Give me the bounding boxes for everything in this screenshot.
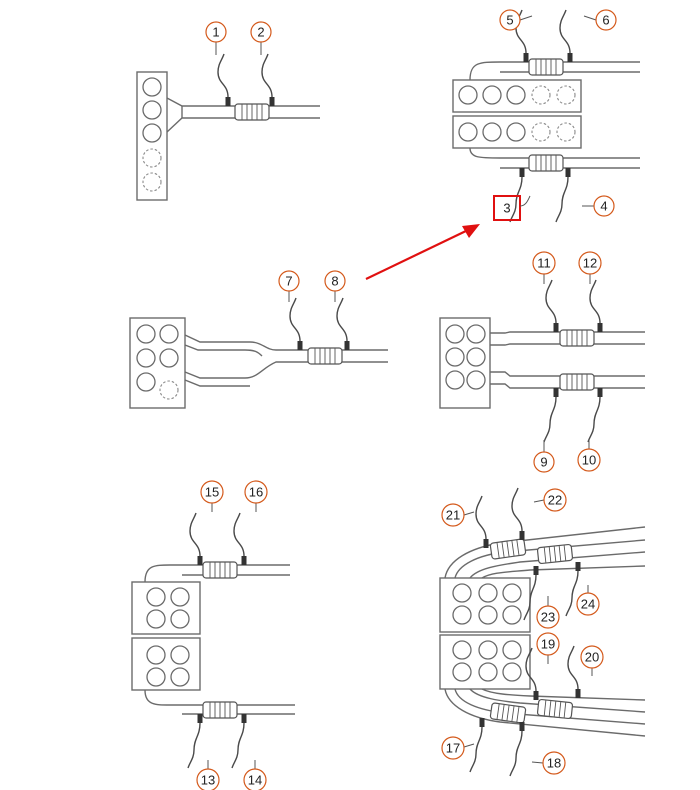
engine-block-icon xyxy=(131,581,201,635)
svg-text:5: 5 xyxy=(506,13,513,28)
oxygen-sensor-icon xyxy=(587,387,604,443)
catalytic-converter-icon xyxy=(536,698,574,720)
svg-text:24: 24 xyxy=(581,597,595,612)
layout-inline-single xyxy=(136,53,320,201)
catalytic-converter-icon xyxy=(528,154,564,172)
svg-text:12: 12 xyxy=(583,256,597,271)
svg-text:2: 2 xyxy=(257,25,264,40)
sensor-label-9[interactable]: 9 xyxy=(533,440,555,473)
sensor-label-23[interactable]: 23 xyxy=(536,596,560,629)
sensor-label-3-highlighted[interactable]: 3 xyxy=(493,195,531,221)
oxygen-sensor-icon xyxy=(525,647,540,701)
sensor-label-12[interactable]: 12 xyxy=(578,251,602,284)
oxygen-sensor-icon xyxy=(511,487,526,541)
layout-v-dual-bottom xyxy=(131,512,295,769)
sensor-label-17[interactable]: 17 xyxy=(441,736,475,760)
svg-text:10: 10 xyxy=(582,453,596,468)
sensor-label-6[interactable]: 6 xyxy=(583,9,617,31)
svg-text:7: 7 xyxy=(285,274,292,289)
oxygen-sensor-icon xyxy=(231,713,248,769)
sensor-label-19[interactable]: 19 xyxy=(536,632,560,664)
svg-text:4: 4 xyxy=(600,199,607,214)
sensor-label-7[interactable]: 7 xyxy=(278,270,300,302)
oxygen-sensor-icon xyxy=(289,297,304,351)
oxygen-sensor-icon xyxy=(233,512,248,566)
oxygen-sensor-icon xyxy=(589,279,604,333)
oxygen-sensor-icon xyxy=(217,53,232,107)
sensor-label-4[interactable]: 4 xyxy=(582,195,615,217)
sensor-label-20[interactable]: 20 xyxy=(580,645,604,676)
oxygen-sensor-icon xyxy=(559,9,574,63)
layout-v-quad xyxy=(439,487,646,777)
sensor-label-14[interactable]: 14 xyxy=(243,760,267,790)
catalytic-converter-icon xyxy=(307,347,343,365)
sensor-label-16[interactable]: 16 xyxy=(244,480,268,512)
oxygen-sensor-icon xyxy=(475,495,490,549)
highlight-arrow xyxy=(365,224,480,280)
svg-text:1: 1 xyxy=(212,25,219,40)
catalytic-converter-icon xyxy=(559,329,595,347)
oxygen-sensor-icon xyxy=(336,297,351,351)
svg-text:23: 23 xyxy=(541,610,555,625)
layout-v-dual-top xyxy=(452,9,640,223)
svg-text:14: 14 xyxy=(248,773,262,788)
catalytic-converter-icon xyxy=(234,103,270,121)
catalytic-converter-icon xyxy=(559,373,595,391)
oxygen-sensor-icon xyxy=(545,279,560,333)
sensor-label-18[interactable]: 18 xyxy=(531,751,566,775)
sensor-label-13[interactable]: 13 xyxy=(196,760,220,790)
svg-text:18: 18 xyxy=(547,756,561,771)
engine-block-icon xyxy=(131,637,201,691)
oxygen-sensor-icon xyxy=(261,53,276,107)
svg-text:20: 20 xyxy=(585,650,599,665)
sensor-label-2[interactable]: 2 xyxy=(250,21,272,55)
svg-text:11: 11 xyxy=(537,256,551,271)
svg-text:6: 6 xyxy=(602,13,609,28)
catalytic-converter-icon xyxy=(528,58,564,76)
svg-text:19: 19 xyxy=(541,637,555,652)
svg-text:8: 8 xyxy=(331,274,338,289)
sensor-label-24[interactable]: 24 xyxy=(576,585,600,616)
catalytic-converter-icon xyxy=(536,543,574,565)
catalytic-converter-icon xyxy=(202,701,238,719)
svg-text:21: 21 xyxy=(446,508,460,523)
svg-text:15: 15 xyxy=(205,485,219,500)
sensor-badges: 1 2 4 5 6 7 8 9 10 11 12 13 14 15 16 17 … xyxy=(196,9,617,790)
sensor-label-15[interactable]: 15 xyxy=(200,480,224,512)
catalytic-converter-icon xyxy=(489,702,527,724)
oxygen-sensor-icon xyxy=(189,512,204,566)
oxygen-sensor-icon xyxy=(187,713,204,769)
sensor-label-8[interactable]: 8 xyxy=(324,270,346,302)
svg-text:17: 17 xyxy=(446,741,460,756)
sensor-label-11[interactable]: 11 xyxy=(532,251,556,284)
oxygen-sensor-icon xyxy=(509,721,526,777)
sensor-label-22[interactable]: 22 xyxy=(533,488,567,512)
sensor-label-5[interactable]: 5 xyxy=(499,9,533,31)
sensor-label-21[interactable]: 21 xyxy=(441,503,475,527)
oxygen-sensor-icon xyxy=(543,387,560,443)
svg-text:3: 3 xyxy=(503,201,510,216)
sensor-label-1[interactable]: 1 xyxy=(205,21,227,55)
svg-text:16: 16 xyxy=(249,485,263,500)
oxygen-sensor-icon xyxy=(567,645,582,699)
catalytic-converter-icon xyxy=(489,538,527,560)
layout-y-pipe xyxy=(129,297,388,409)
svg-text:13: 13 xyxy=(201,773,215,788)
catalytic-converter-icon xyxy=(202,561,238,579)
svg-text:9: 9 xyxy=(540,455,547,470)
oxygen-sensor-icon xyxy=(555,167,572,223)
layout-dual-parallel xyxy=(439,279,645,443)
sensor-label-10[interactable]: 10 xyxy=(577,440,601,472)
svg-text:22: 22 xyxy=(548,493,562,508)
